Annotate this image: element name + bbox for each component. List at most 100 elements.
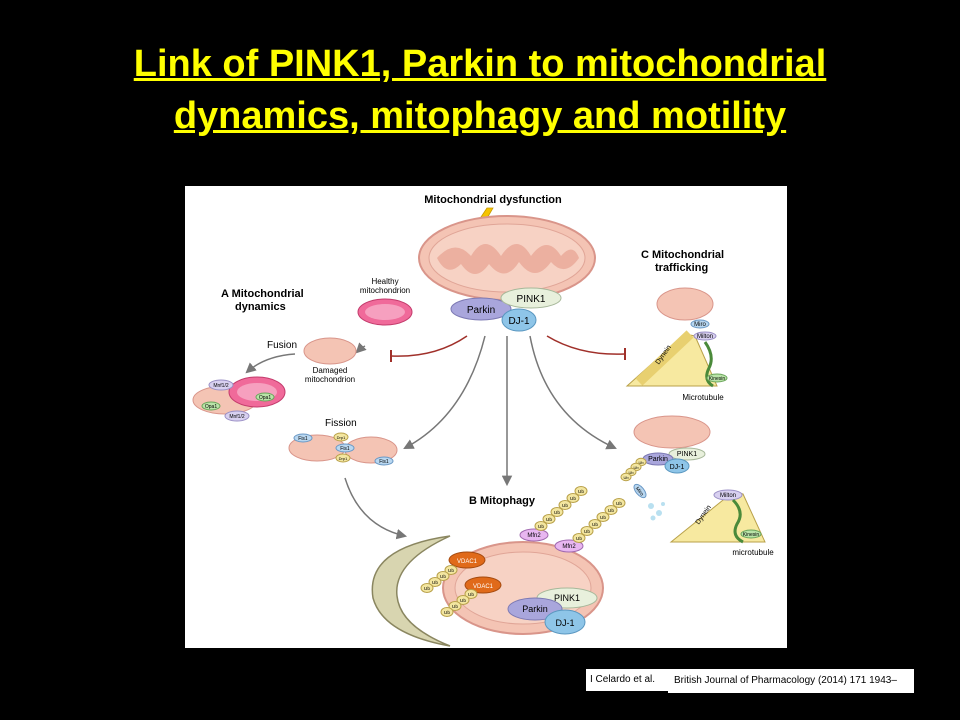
ub-label: Ub (424, 586, 430, 592)
ub-label: Ub (600, 515, 606, 521)
ub-label: Ub (440, 574, 446, 580)
pink1-label: PINK1 (517, 294, 546, 305)
ub-label: Ub (608, 508, 614, 514)
healthy-label-1: Healthy (371, 277, 398, 286)
ub-bead (566, 493, 580, 503)
panel-a-title: A Mitochondrial (221, 288, 304, 300)
drp1-label-2: Drp1 (339, 456, 348, 461)
panel-b-title: B Mitophagy (469, 495, 536, 507)
dj1-protein (501, 308, 537, 332)
damaged-label-2: mitochondrion (305, 375, 355, 384)
kinesin-label-1: Kinesin (709, 376, 726, 382)
ub-label: Ub (554, 510, 560, 516)
trafficking-parkin-label: Parkin (648, 456, 668, 463)
milton-label-1: Milton (697, 334, 713, 340)
fis1-label-2: Fis1 (340, 446, 350, 452)
parkin-label: Parkin (467, 305, 495, 316)
ub-label: Ub (538, 524, 544, 530)
ub-label: Ub (432, 580, 438, 586)
ub-bead (604, 505, 618, 515)
mitophagy-parkin-label: Parkin (522, 604, 548, 614)
mfn2-label-1: Mfn2 (527, 533, 541, 539)
mitophagy-pink1-label: PINK1 (554, 593, 580, 603)
ub-bead (436, 571, 450, 581)
fis1-label-1: Fis1 (298, 436, 308, 442)
ub-label: Ub (562, 503, 568, 509)
ub-bead (572, 533, 586, 543)
pink1-protein (500, 287, 562, 309)
mfn2-label-2: Mfn2 (562, 544, 576, 550)
ub-bead (550, 507, 564, 517)
ub-label: Ub (468, 592, 474, 598)
ub-bead (596, 512, 610, 522)
opa-label-2: Opa1 (259, 395, 271, 401)
ub-label: Ub (570, 496, 576, 502)
ub-bead (574, 486, 588, 496)
trafficking-mitochondrion (656, 287, 714, 321)
trafficking-pink1-label: PINK1 (677, 451, 697, 458)
parkin-protein (450, 297, 512, 321)
miro-label-2: Miro (634, 486, 645, 497)
drp1-label-1: Drp1 (337, 435, 346, 440)
vdac-label-1: VDAC1 (457, 559, 478, 565)
ub-label: Ub (628, 470, 634, 475)
panel-c-title: C Mitochondrial (641, 249, 724, 261)
trafficking-dj1-label: DJ-1 (670, 464, 685, 471)
phagophore-membrane (371, 535, 451, 647)
ub-bead (534, 521, 548, 531)
slide-title-line-2: dynamics, mitophagy and motility (173, 95, 787, 137)
ub-label: Ub (546, 517, 552, 523)
panel-a-subtitle: dynamics (235, 301, 286, 313)
ub-bead (428, 577, 442, 587)
slide-title-line-1: Link of PINK1, Parkin to mitochondrial (133, 43, 827, 85)
milton-label-2: Milton (720, 493, 736, 499)
ub-label: Ub (592, 522, 598, 528)
ub-label: Ub (623, 475, 629, 480)
miro-label-1: Miro (694, 322, 706, 328)
mfn-label-2: Mnf1/2 (229, 414, 245, 420)
ub-bead (620, 472, 632, 482)
microtubule-track-2 (669, 491, 766, 543)
ub-label: Ub (584, 529, 590, 535)
kinesin-label-2: Kinesin (743, 532, 760, 538)
ub-bead (448, 601, 462, 611)
ub-label: Ub (448, 568, 454, 574)
microtubule-label-2: microtubule (732, 548, 774, 557)
label-mitochondrial-dysfunction: Mitochondrial dysfunction (424, 194, 562, 206)
ub-label: Ub (638, 460, 644, 465)
vdac-label-2: VDAC1 (473, 584, 494, 590)
ub-label: Ub (444, 610, 450, 616)
ub-bead (580, 526, 594, 536)
citation-journal: British Journal of Pharmacology (2014) 1… (668, 669, 914, 710)
citation-authors: I Celardo et al. (586, 669, 670, 691)
ub-bead (440, 607, 454, 617)
ub-label: Ub (460, 598, 466, 604)
ub-bead (558, 500, 572, 510)
damaged-label-1: Damaged (313, 366, 348, 375)
central-mitochondrion (418, 215, 596, 301)
mfn-label-1: Mnf1/2 (213, 383, 229, 389)
fusion-label: Fusion (267, 340, 297, 351)
trafficking-mitochondrion-2 (633, 415, 711, 449)
mitophagy-dj1-label: DJ-1 (555, 618, 574, 628)
ub-label: Ub (452, 604, 458, 610)
ub-label: Ub (576, 536, 582, 542)
microtubule-label-1: Microtubule (682, 393, 724, 402)
dj1-label: DJ-1 (508, 316, 530, 327)
opa-label-1: Opa1 (205, 404, 217, 410)
ub-label: Ub (578, 489, 584, 495)
ub-bead (542, 514, 556, 524)
ub-bead (464, 589, 478, 599)
fission-label: Fission (325, 418, 357, 429)
ub-bead (456, 595, 470, 605)
ub-bead (612, 498, 626, 508)
ub-bead (420, 583, 434, 593)
damaged-mitochondrion (303, 337, 357, 365)
healthy-label-2: mitochondrion (360, 286, 410, 295)
pathway-figure: Mitochondrial dysfunction Parkin PINK1 D… (185, 186, 787, 648)
ub-label: Ub (633, 465, 639, 470)
panel-c-subtitle: trafficking (655, 262, 708, 274)
ub-label: Ub (616, 501, 622, 507)
